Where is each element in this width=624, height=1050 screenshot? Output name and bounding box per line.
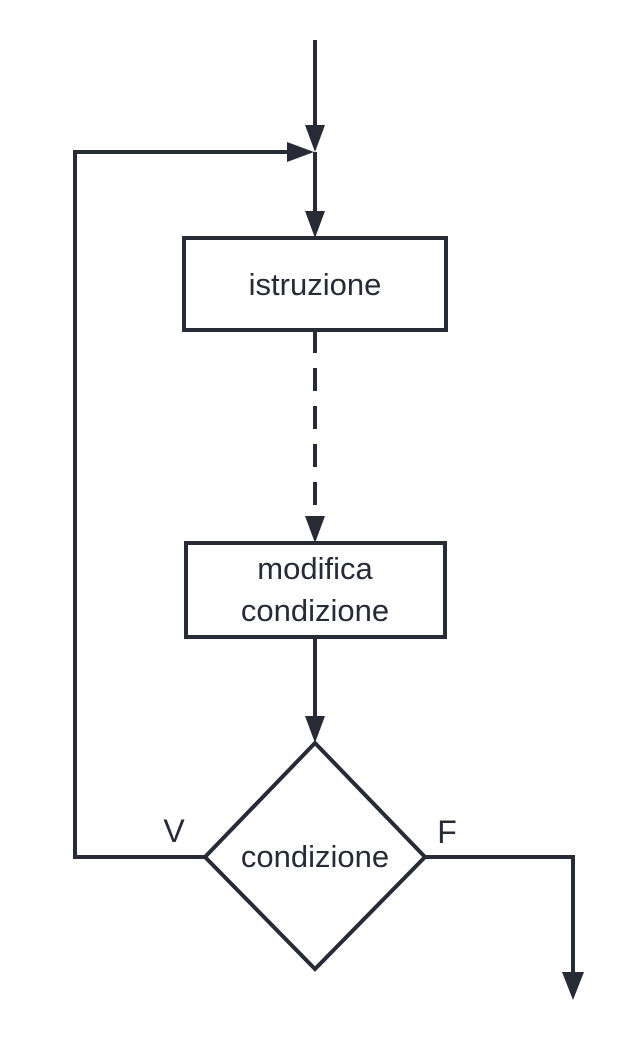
false-exit-arrow <box>425 855 584 1000</box>
false-exit-line <box>425 855 575 973</box>
process-label-modifica: modifica <box>257 551 373 586</box>
decision-label-condizione: condizione <box>241 839 389 874</box>
process-node-istruzione: istruzione <box>182 236 448 332</box>
arrowhead-down-icon <box>305 516 325 543</box>
process-label-istruzione: istruzione <box>249 267 382 302</box>
process-label-condizione-line2: condizione <box>241 593 389 628</box>
decision-diamond-condizione <box>202 740 428 972</box>
process2-to-decision-arrow <box>305 637 325 743</box>
arrowhead-down-icon <box>305 211 325 238</box>
process-box-modifica-condizione <box>184 541 447 639</box>
branch-label-true: V <box>163 813 185 849</box>
process-node-modifica-condizione: modifica condizione <box>184 541 447 639</box>
process-box-istruzione <box>182 236 448 332</box>
loop-return-arrow <box>73 142 314 859</box>
loop-return-line <box>73 150 288 859</box>
arrowhead-down-icon <box>562 972 584 1000</box>
entry-arrow <box>305 40 325 152</box>
arrowhead-down-icon <box>305 716 325 743</box>
decision-node-condizione: condizione <box>202 740 428 972</box>
dashed-arrow <box>305 330 325 543</box>
merge-to-process1-arrow <box>305 152 325 238</box>
arrowhead-right-icon <box>287 142 314 162</box>
arrowhead-down-icon <box>305 125 325 152</box>
branch-label-false: F <box>437 814 457 850</box>
